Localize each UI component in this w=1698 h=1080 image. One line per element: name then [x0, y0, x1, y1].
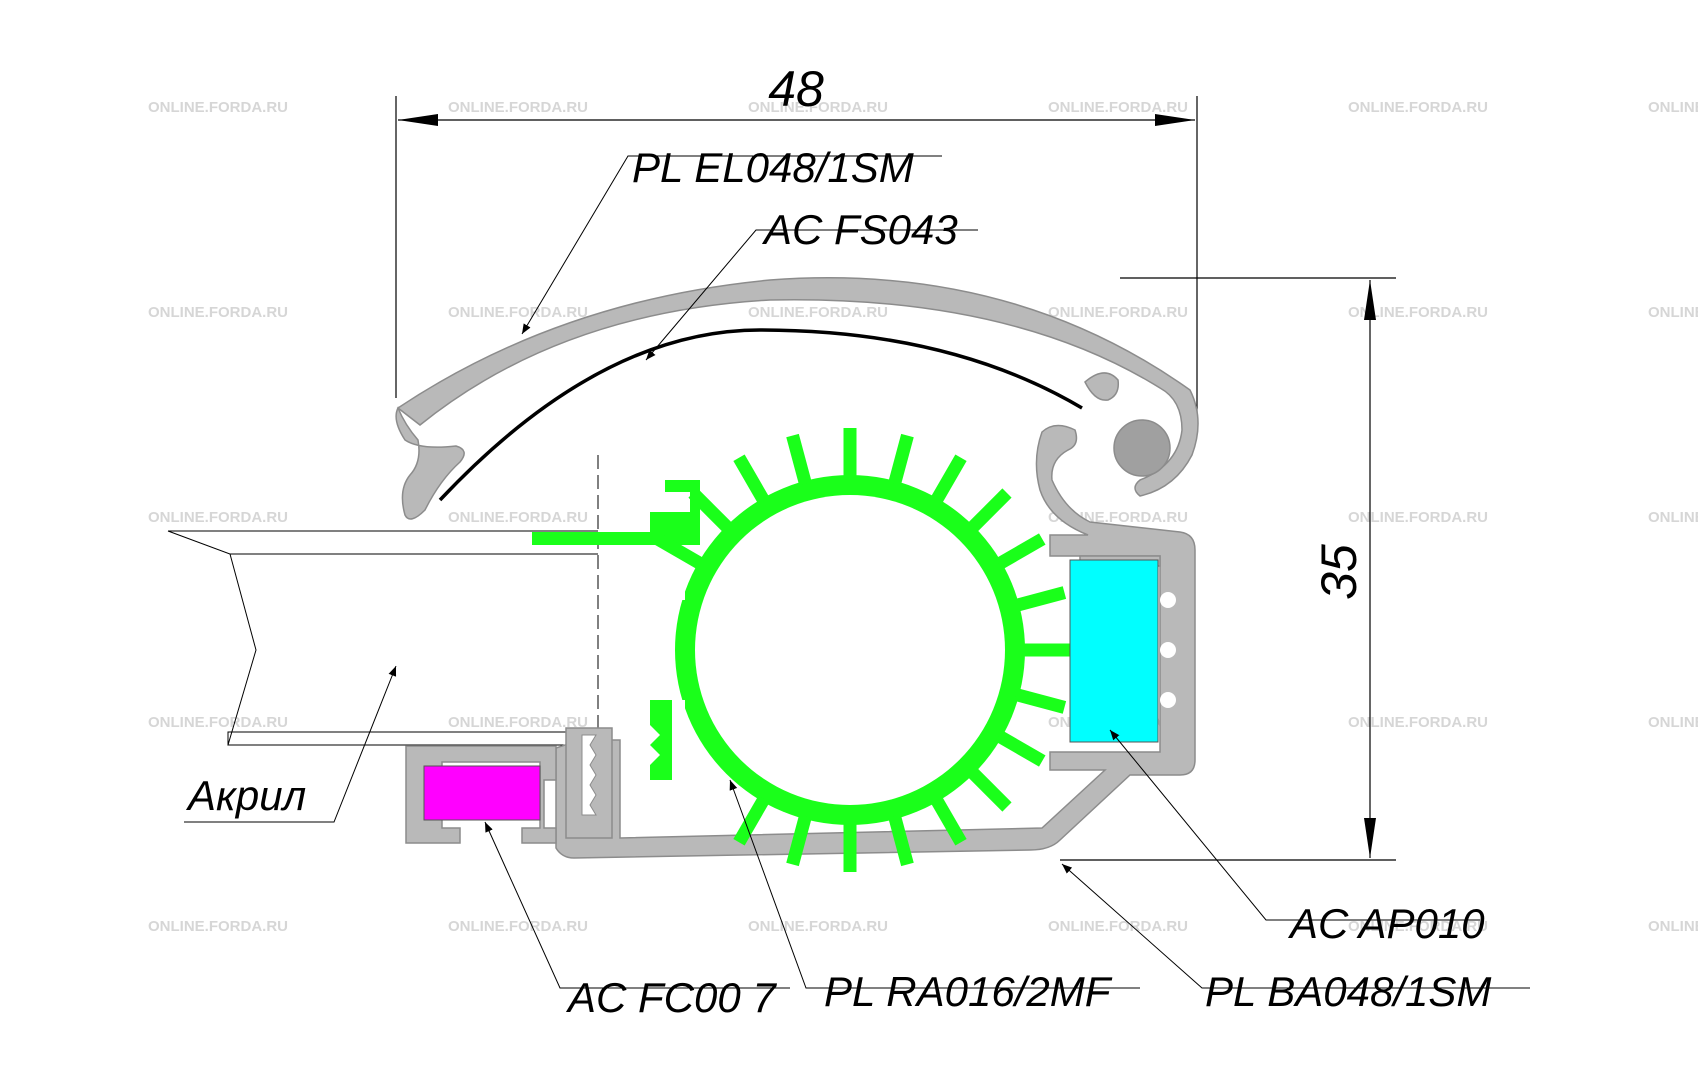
cover-pivot-round — [1113, 419, 1171, 477]
leader-ap010 — [1109, 729, 1480, 921]
radiator-fin — [888, 433, 914, 486]
watermark: ONLINE.FORDA.RU — [448, 99, 588, 116]
channel-bump — [1160, 692, 1176, 708]
radiator-lower-teeth — [650, 725, 660, 765]
width-dimension: 48 — [395, 61, 1198, 420]
radiator-fin — [688, 488, 733, 533]
radiator-lower-flange — [650, 700, 672, 780]
watermark: ONLINE.FORDA.RU — [1648, 304, 1698, 321]
watermark: ONLINE.FORDA.RU — [148, 99, 288, 116]
watermark: ONLINE.FORDA.RU — [1348, 99, 1488, 116]
radiator-fin — [733, 454, 770, 505]
leader-acryl — [184, 665, 397, 823]
radiator-fin — [786, 814, 812, 867]
watermark: ONLINE.FORDA.RU — [748, 304, 888, 321]
watermark: ONLINE.FORDA.RU — [448, 304, 588, 321]
radiator-fins — [654, 428, 1072, 872]
label-acryl: Акрил — [185, 772, 306, 819]
radiator-fin — [967, 488, 1012, 533]
leader-lines — [184, 155, 1530, 989]
watermark: ONLINE.FORDA.RU — [1348, 509, 1488, 526]
label-ra016: PL RA016/2MF — [824, 968, 1113, 1015]
radiator-fin — [654, 533, 705, 570]
watermark: ONLINE.FORDA.RU — [1648, 714, 1698, 731]
led-insert-ap010 — [1069, 559, 1159, 743]
watermark: ONLINE.FORDA.RU — [1348, 304, 1488, 321]
radiator-hollow — [695, 495, 1005, 805]
height-value: 35 — [1311, 544, 1367, 600]
width-value: 48 — [768, 61, 824, 117]
acrylic-outline — [167, 530, 598, 746]
watermark: ONLINE.FORDA.RU — [1648, 509, 1698, 526]
radiator-fin — [995, 730, 1046, 767]
watermark: ONLINE.FORDA.RU — [1348, 918, 1488, 935]
cover-profile-el048 — [395, 277, 1199, 520]
leader-fs043 — [645, 229, 978, 361]
leader-ba048 — [1061, 863, 1530, 989]
label-fs043: AC FS043 — [761, 206, 958, 253]
watermark: ONLINE.FORDA.RU — [148, 918, 288, 935]
watermark: ONLINE.FORDA.RU — [1048, 304, 1188, 321]
radiator-fin — [786, 433, 812, 486]
cover-clip — [1084, 372, 1120, 401]
cover-arc — [396, 277, 1199, 497]
radiator-fin — [1014, 586, 1067, 612]
radiator-fin — [967, 767, 1012, 812]
radiator-fin — [1014, 688, 1067, 714]
radiator-top-flange — [532, 480, 700, 545]
magnet-fc007 — [423, 765, 541, 821]
watermark: ONLINE.FORDA.RU — [148, 714, 288, 731]
radiator-fin — [930, 454, 967, 505]
watermark: ONLINE.FORDA.RU — [1648, 918, 1698, 935]
label-el048: PL EL048/1SM — [632, 144, 914, 191]
watermark: ONLINE.FORDA.RU — [148, 509, 288, 526]
watermark: ONLINE.FORDA.RU — [148, 304, 288, 321]
radiator-fin — [888, 814, 914, 867]
watermark: ONLINE.FORDA.RU — [1048, 918, 1188, 935]
watermark: ONLINE.FORDA.RU — [1348, 714, 1488, 731]
radiator-fin — [930, 795, 967, 846]
watermark: ONLINE.FORDA.RU — [1048, 99, 1188, 116]
channel-bump — [1160, 642, 1176, 658]
label-fc007: AC FC00 7 — [565, 974, 777, 1021]
base-body — [555, 424, 1196, 859]
watermark: ONLINE.FORDA.RU — [1648, 99, 1698, 116]
watermark: ONLINE.FORDA.RU — [448, 714, 588, 731]
leader-fc007 — [484, 821, 790, 989]
radiator-fin — [733, 795, 770, 846]
leader-el048 — [521, 155, 942, 335]
radiator-fin — [995, 533, 1046, 570]
radiator-ra016 — [532, 428, 1072, 872]
label-ba048: PL BA048/1SM — [1205, 968, 1491, 1015]
serrated-slot — [581, 734, 597, 816]
channel-bump — [1160, 592, 1176, 608]
cover-left-hook — [395, 406, 465, 520]
watermark: ONLINE.FORDA.RU — [448, 918, 588, 935]
watermark: ONLINE.FORDA.RU — [748, 918, 888, 935]
leader-ra016 — [729, 779, 1140, 989]
height-dimension: 35 — [1060, 277, 1396, 861]
foil-ac-fs043 — [438, 328, 1083, 502]
label-ap010: AC AP010 — [1287, 900, 1485, 947]
watermark: ONLINE.FORDA.RU — [748, 99, 888, 116]
watermark: ONLINE.FORDA.RU — [448, 509, 588, 526]
